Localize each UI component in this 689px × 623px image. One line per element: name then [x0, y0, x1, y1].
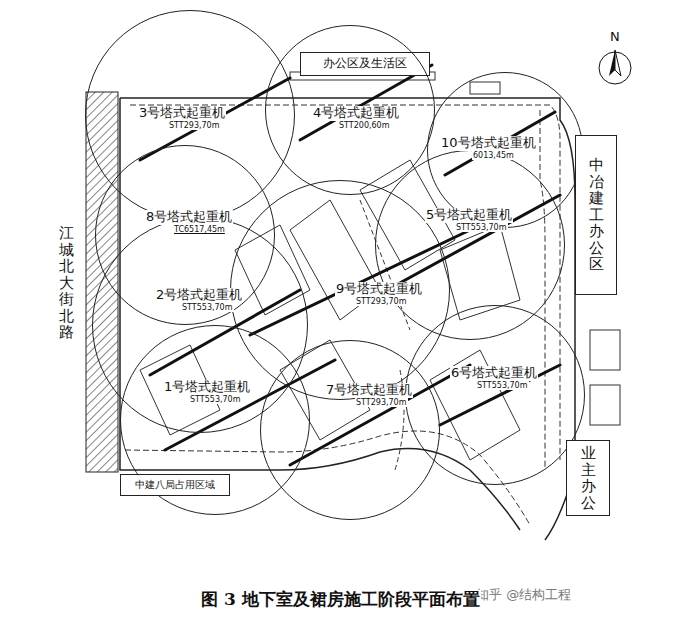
- building-footprints: [140, 72, 620, 460]
- crane-radius: 5号塔式起重机STT553,70m: [375, 150, 565, 340]
- area-name: 中冶建工办公区: [588, 157, 605, 273]
- street-name: 江城北大街北路: [58, 225, 75, 341]
- north-arrow: [599, 50, 631, 84]
- crane-spec: STT553,70m: [181, 303, 234, 312]
- crane-spec: STT293,70m: [168, 121, 221, 130]
- crane-radius: 4号塔式起重机STT200,60m: [265, 25, 435, 195]
- crane-spec: STT553,70m: [476, 381, 529, 390]
- road: [540, 110, 545, 470]
- crane-radius: 7号塔式起重机STT293,70m: [260, 340, 440, 520]
- figure-caption: 图 3 地下室及裙房施工阶段平面布置: [200, 590, 481, 610]
- crane-name: 4号塔式起重机: [312, 106, 400, 121]
- radius-circle: [375, 150, 565, 340]
- road: [360, 200, 410, 470]
- crane-spec: STT553,70m: [455, 223, 508, 232]
- area-box: 业主办公: [566, 440, 610, 516]
- crane-spec: STT553,70m: [189, 395, 242, 404]
- area-box: 办公区及生活区: [300, 52, 430, 76]
- crane-spec: STT200,60m: [338, 121, 391, 130]
- site-boundary: [120, 98, 575, 540]
- north-mark: N: [609, 30, 621, 45]
- crane-spec: 6013,45m: [472, 151, 515, 160]
- road: [130, 105, 560, 460]
- crane-name: 2号塔式起重机: [155, 288, 243, 303]
- radius-circle: [260, 340, 440, 520]
- area-name: 业主办公: [580, 445, 597, 511]
- crane-name: 9号塔式起重机: [335, 282, 423, 297]
- watermark: 知乎 @结构工程: [475, 588, 572, 603]
- crane-spec: STT293,70m: [355, 297, 408, 306]
- crane-name: 1号塔式起重机: [163, 380, 251, 395]
- crane-name: 7号塔式起重机: [325, 383, 413, 398]
- area-name: 中建八局占用区域: [134, 479, 216, 491]
- crane-name: 10号塔式起重机: [440, 136, 537, 151]
- crane-name: 3号塔式起重机: [138, 106, 226, 121]
- crane-jibs: [140, 65, 560, 465]
- area-box: 中建八局占用区域: [120, 474, 230, 496]
- crane-radius: 3号塔式起重机STT293,70m: [85, 10, 295, 220]
- crane-spec: STT293,70m: [355, 398, 408, 407]
- crane-name: 8号塔式起重机: [145, 210, 233, 225]
- crane-radius: 9号塔式起重机STT293,70m: [230, 180, 450, 400]
- crane-name: 5号塔式起重机: [425, 208, 513, 223]
- crane-name: 6号塔式起重机: [450, 366, 538, 381]
- area-name: 办公区及生活区: [322, 57, 408, 71]
- crane-spec: TC6517,45m: [173, 225, 226, 234]
- area-box: 中冶建工办公区: [575, 135, 617, 295]
- crane-radius: 10号塔式起重机6013,45m: [427, 72, 583, 228]
